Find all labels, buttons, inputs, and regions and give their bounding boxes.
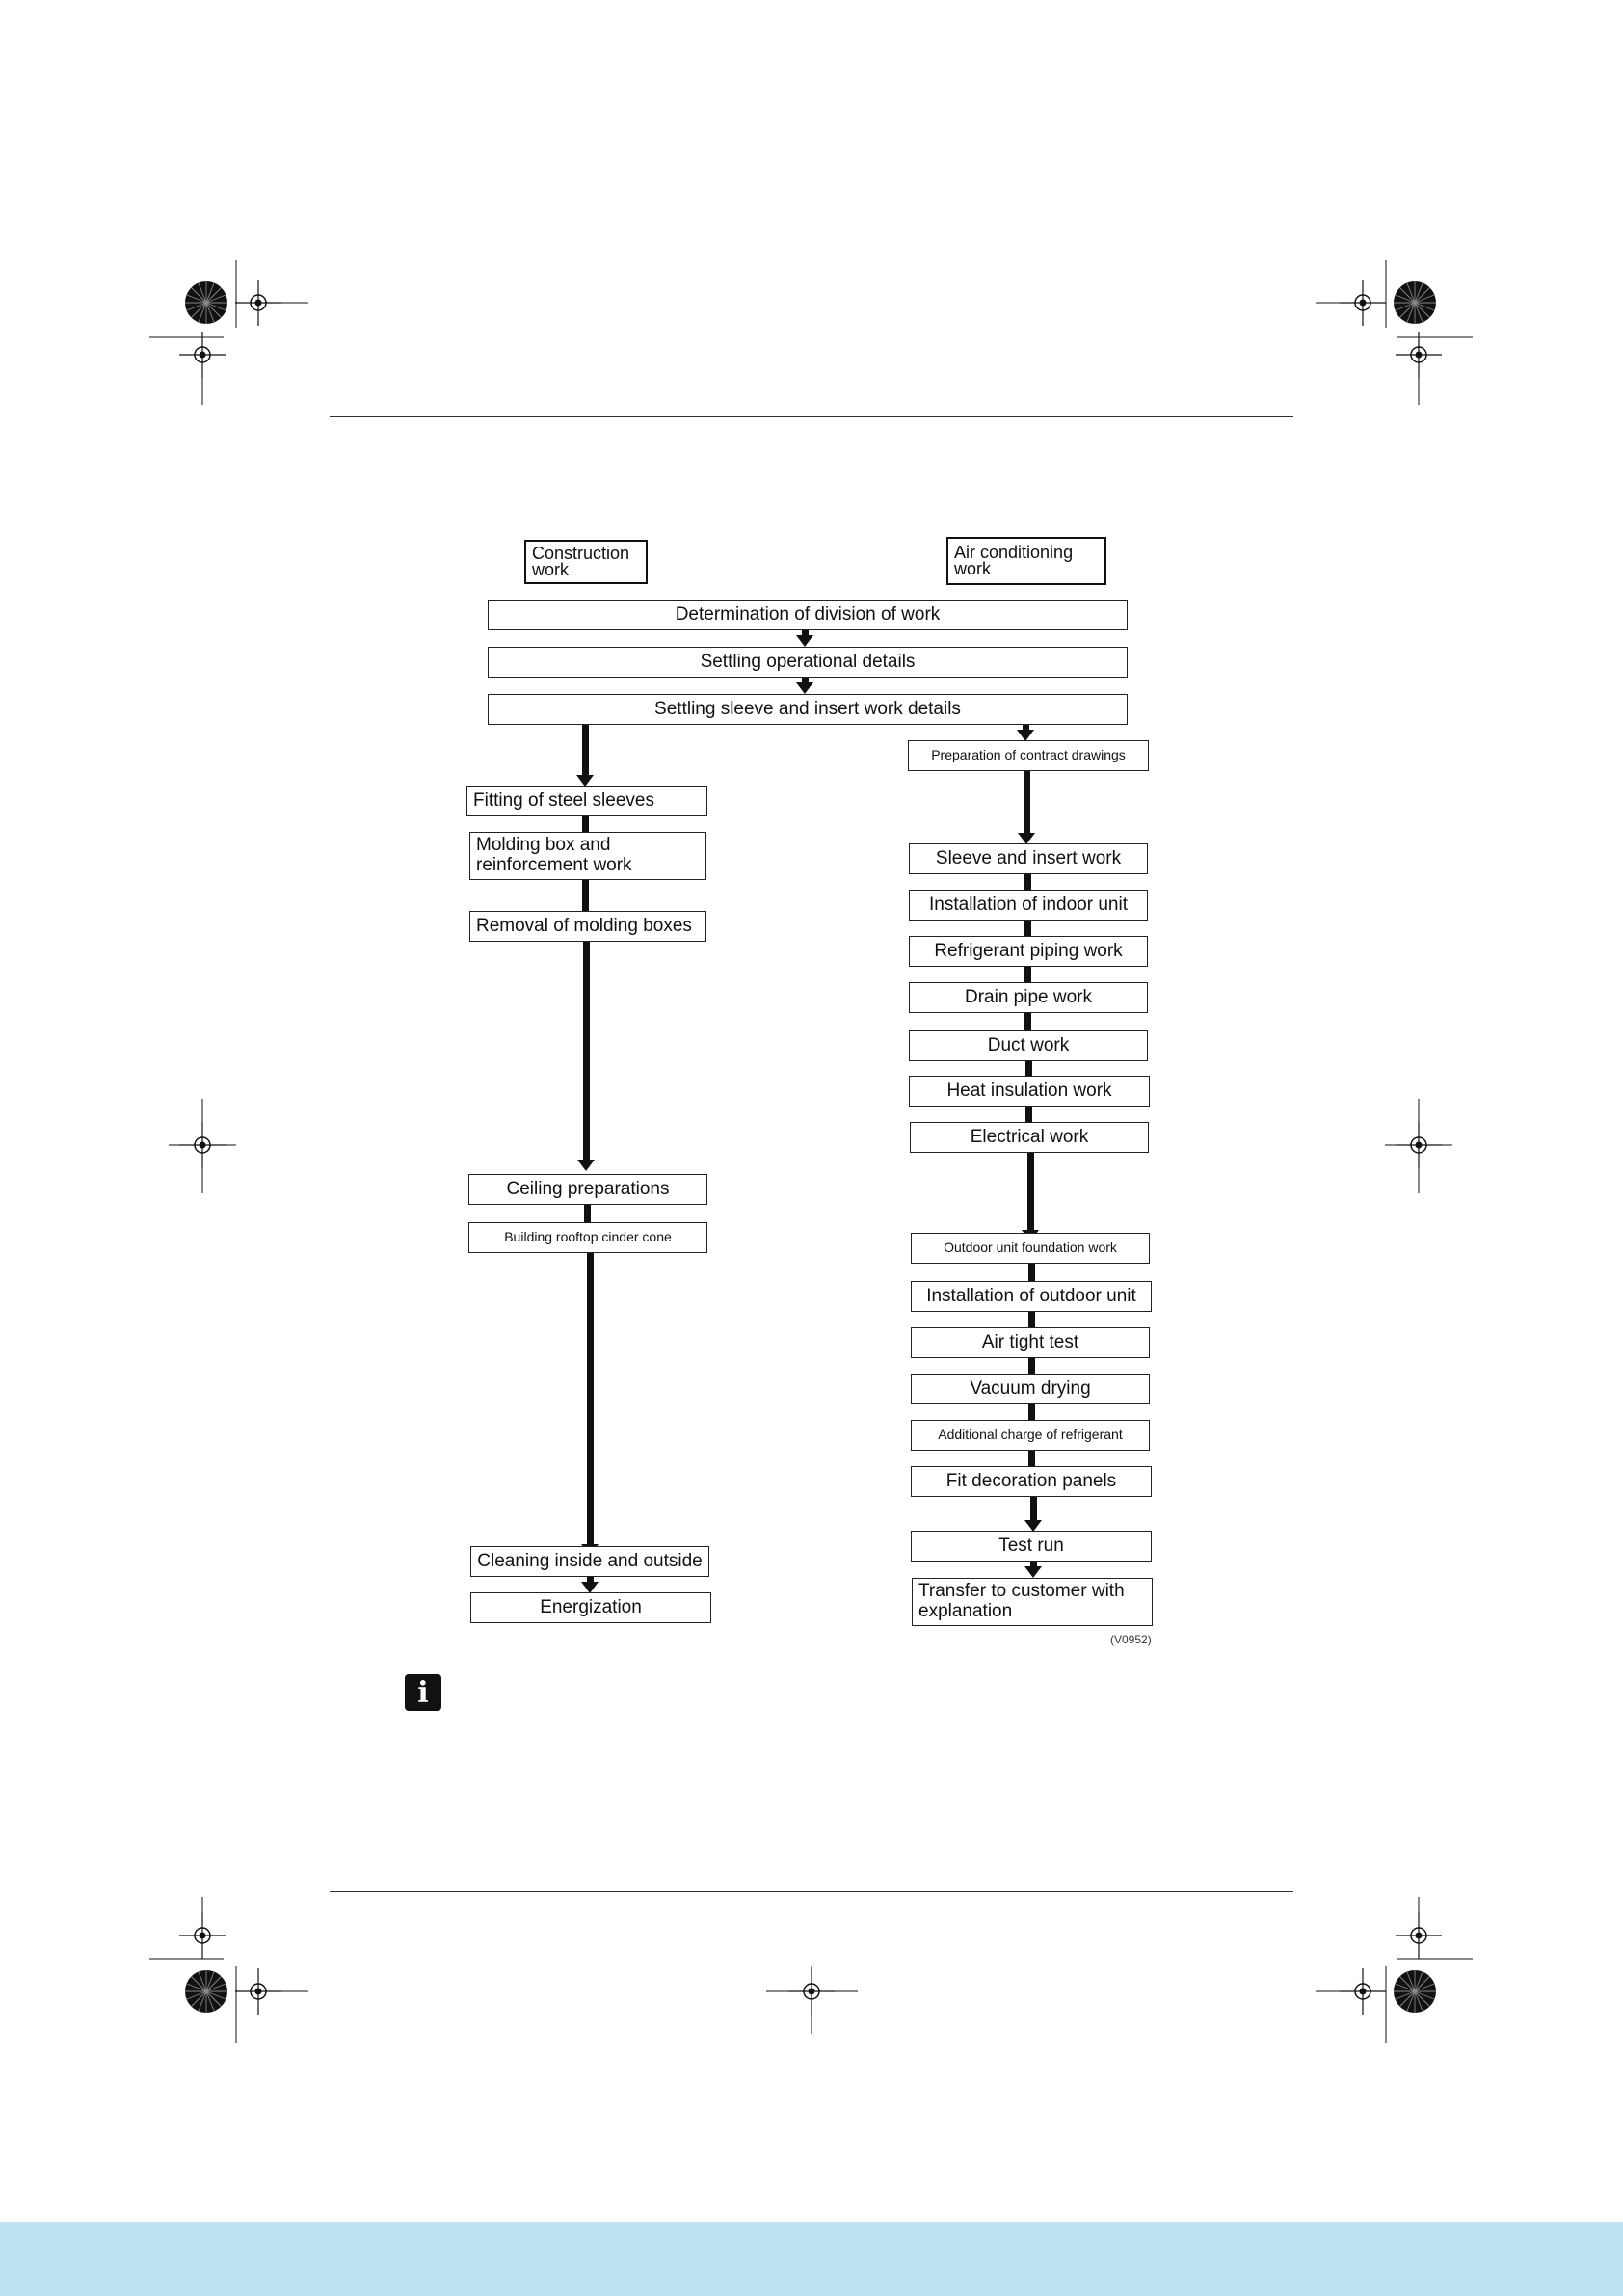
aircon-step: Air tight test xyxy=(911,1327,1150,1358)
flow-connector xyxy=(1028,1404,1035,1420)
flow-connector xyxy=(1028,1264,1035,1281)
shared-step: Settling sleeve and insert work details xyxy=(488,694,1128,725)
aircon-step: Test run xyxy=(911,1531,1152,1562)
flow-arrow xyxy=(1017,730,1034,741)
flow-connector xyxy=(582,725,589,777)
aircon-step: Installation of outdoor unit xyxy=(911,1281,1152,1312)
flow-connector xyxy=(1030,1562,1037,1567)
registration-mark-icon xyxy=(178,1911,226,1960)
registration-mark-icon xyxy=(1395,1911,1443,1960)
flow-connector xyxy=(1028,1358,1035,1374)
flow-arrow xyxy=(1024,1566,1042,1578)
aircon-step: Additional charge of refrigerant xyxy=(911,1420,1150,1451)
flow-connector xyxy=(1023,725,1029,731)
flow-connector xyxy=(587,1253,594,1546)
flow-arrow xyxy=(1018,833,1035,844)
column-header-construction: Construction work xyxy=(524,540,648,584)
flow-connector xyxy=(802,630,809,636)
registration-mark-icon xyxy=(234,1967,282,2016)
column-header-aircon: Air conditioning work xyxy=(946,537,1106,585)
starburst-icon xyxy=(1393,280,1437,325)
flow-connector xyxy=(582,880,589,911)
aircon-step: Transfer to customer with explanation xyxy=(912,1578,1153,1626)
bottom-rule xyxy=(330,1891,1293,1892)
starburst-icon xyxy=(1393,1969,1437,2014)
starburst-icon xyxy=(184,1969,228,2014)
construction-step: Ceiling preparations xyxy=(468,1174,707,1205)
construction-step: Fitting of steel sleeves xyxy=(466,786,707,816)
top-rule xyxy=(330,416,1293,417)
flow-arrow xyxy=(796,682,813,694)
flow-arrow xyxy=(581,1582,599,1593)
shared-step: Settling operational details xyxy=(488,647,1128,678)
shared-step: Determination of division of work xyxy=(488,600,1128,630)
registration-mark-icon xyxy=(234,279,282,327)
flow-arrow xyxy=(576,775,594,787)
construction-step: Removal of molding boxes xyxy=(469,911,706,942)
flow-connector xyxy=(1024,967,1031,982)
info-icon: i xyxy=(405,1674,441,1711)
figure-id: (V0952) xyxy=(1110,1633,1152,1646)
construction-step: Building rooftop cinder cone xyxy=(468,1222,707,1253)
flow-connector xyxy=(1024,874,1031,890)
construction-step: Cleaning inside and outside xyxy=(470,1546,709,1577)
flow-connector xyxy=(583,942,590,1161)
aircon-step: Vacuum drying xyxy=(911,1374,1150,1404)
flow-connector xyxy=(582,816,589,832)
flow-connector xyxy=(1024,1013,1031,1030)
flow-connector xyxy=(1027,1153,1034,1232)
aircon-step: Electrical work xyxy=(910,1122,1149,1153)
flow-connector xyxy=(1030,1497,1037,1522)
registration-mark-icon xyxy=(178,331,226,379)
flow-connector xyxy=(802,678,809,683)
aircon-step: Preparation of contract drawings xyxy=(908,740,1149,771)
aircon-step: Heat insulation work xyxy=(909,1076,1150,1107)
flow-connector xyxy=(1025,1061,1032,1076)
aircon-step: Outdoor unit foundation work xyxy=(911,1233,1150,1264)
aircon-step: Fit decoration panels xyxy=(911,1466,1152,1497)
construction-step: Energization xyxy=(470,1592,711,1623)
flow-arrow xyxy=(796,635,813,647)
registration-mark-icon xyxy=(1395,331,1443,379)
starburst-icon xyxy=(184,280,228,325)
aircon-step: Installation of indoor unit xyxy=(909,890,1148,921)
construction-step: Molding box and reinforcement work xyxy=(469,832,706,880)
flow-connector xyxy=(1028,1312,1035,1327)
aircon-step: Drain pipe work xyxy=(909,982,1148,1013)
aircon-step: Sleeve and insert work xyxy=(909,843,1148,874)
registration-mark-icon xyxy=(1339,279,1387,327)
flow-connector xyxy=(1024,921,1031,936)
flow-connector xyxy=(1025,1107,1032,1122)
footer-band xyxy=(0,2222,1623,2296)
aircon-step: Duct work xyxy=(909,1030,1148,1061)
flow-arrow xyxy=(577,1160,595,1171)
flow-arrow xyxy=(1024,1520,1042,1532)
flow-connector xyxy=(1024,771,1030,835)
flow-connector xyxy=(1028,1451,1035,1466)
flow-connector xyxy=(584,1205,591,1222)
aircon-step: Refrigerant piping work xyxy=(909,936,1148,967)
registration-mark-icon xyxy=(1339,1967,1387,2016)
flow-connector xyxy=(587,1577,594,1583)
